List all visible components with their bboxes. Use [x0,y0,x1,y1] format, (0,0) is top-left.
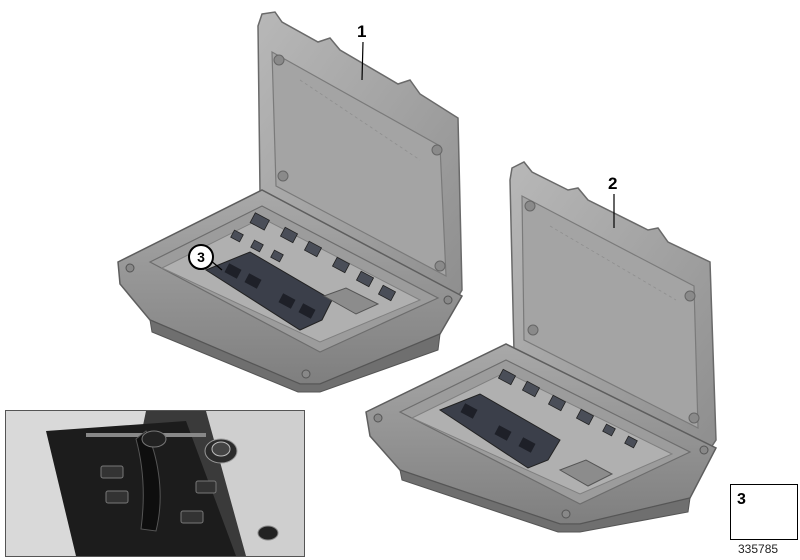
case-2-lid-inner [521,195,699,429]
case-2-buttons [497,368,638,449]
diagram-reference-id: 335785 [738,542,779,556]
case-2-switch-block [438,393,561,469]
leader-line-1 [361,41,364,81]
case-1 [117,11,464,393]
console-inset-photo [5,410,305,557]
case-1-buttons [230,212,397,302]
case-1-lid-inner [271,50,447,278]
console-illustration [6,411,304,556]
callout-2: 2 [608,174,618,193]
case-2 [365,161,718,533]
legend-box: 3 [730,484,798,540]
callout-1: 1 [357,22,367,41]
case-1-switch-block [204,251,333,331]
legend-item-number: 3 [737,491,746,508]
callout-3: 3 [188,244,214,270]
